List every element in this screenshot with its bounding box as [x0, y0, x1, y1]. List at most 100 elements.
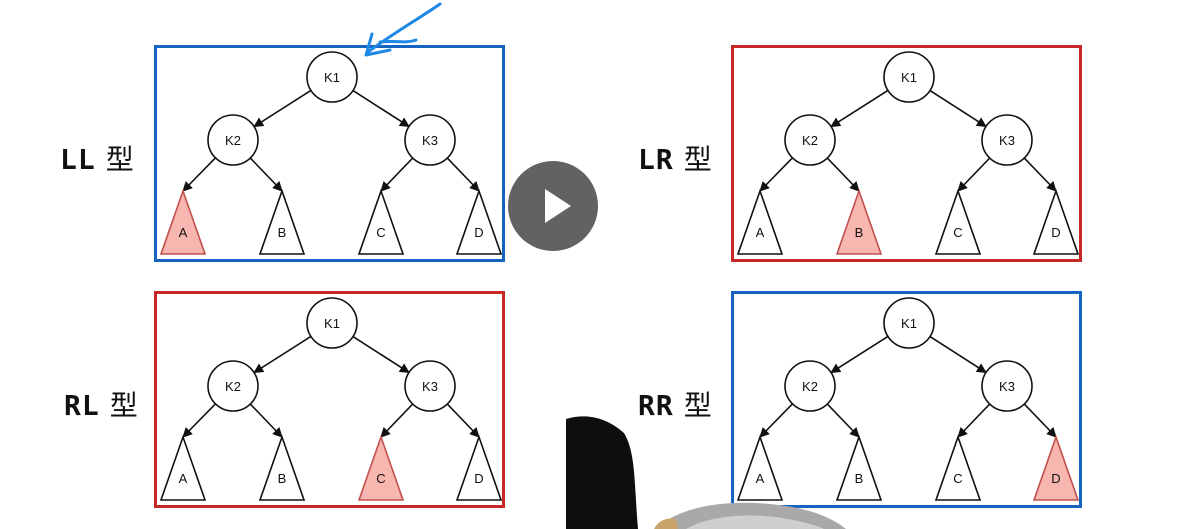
svg-text:K1: K1	[324, 316, 340, 331]
subtree-b: B	[835, 434, 883, 501]
edge-k3-c	[380, 157, 414, 192]
edge-k1-k3	[929, 89, 987, 128]
svg-text:K2: K2	[225, 379, 241, 394]
subtree-a: A	[159, 434, 207, 501]
svg-text:K2: K2	[225, 133, 241, 148]
label-ll: LL 型	[60, 138, 135, 178]
edge-k2-b	[249, 403, 283, 438]
annotation-arrow-icon	[364, 2, 442, 57]
label-rr: RR 型	[638, 384, 713, 424]
label-ll-text: LL	[60, 143, 96, 176]
subtree-b: B	[835, 188, 883, 255]
svg-text:A: A	[179, 225, 188, 240]
edge-k3-d	[1023, 403, 1057, 438]
svg-text:B: B	[278, 225, 287, 240]
svg-text:K1: K1	[324, 70, 340, 85]
tree-node-k1: K1	[883, 51, 935, 103]
edge-k1-k2	[253, 335, 312, 374]
svg-text:D: D	[474, 471, 483, 486]
subtree-c: C	[357, 188, 405, 255]
subtree-d: D	[455, 434, 502, 501]
svg-text:A: A	[756, 471, 765, 486]
tree-node-k3: K3	[981, 360, 1033, 412]
edge-k2-a	[182, 403, 217, 438]
tree-node-k3: K3	[404, 114, 456, 166]
edge-k3-c	[957, 157, 991, 192]
subtree-b: B	[258, 434, 306, 501]
presenter-webcam	[566, 416, 846, 529]
subtree-c: C	[934, 434, 982, 501]
tree-node-k2: K2	[207, 114, 259, 166]
tree-node-k1: K1	[306, 297, 358, 349]
svg-text:D: D	[474, 225, 483, 240]
edge-k2-a	[759, 403, 794, 438]
edge-k3-d	[446, 157, 480, 192]
svg-text:K3: K3	[999, 133, 1015, 148]
edge-k1-k3	[352, 89, 410, 128]
svg-text:K2: K2	[802, 379, 818, 394]
label-rl: RL 型	[64, 384, 139, 424]
subtree-c: C	[934, 188, 982, 255]
tree-node-k3: K3	[404, 360, 456, 412]
label-rl-kanji: 型	[109, 389, 139, 422]
label-ll-kanji: 型	[105, 143, 135, 176]
label-rr-kanji: 型	[683, 389, 713, 422]
edge-k3-c	[957, 403, 991, 438]
tree-node-k2: K2	[784, 114, 836, 166]
edge-k3-c	[380, 403, 414, 438]
play-icon	[545, 189, 571, 223]
edge-k2-b	[826, 157, 860, 192]
subtree-a: A	[736, 188, 784, 255]
tree-node-k2: K2	[784, 360, 836, 412]
edge-k1-k2	[253, 89, 312, 128]
svg-text:A: A	[756, 225, 765, 240]
svg-text:K3: K3	[999, 379, 1015, 394]
subtree-a: A	[159, 188, 207, 255]
svg-text:K1: K1	[901, 316, 917, 331]
edge-k1-k2	[830, 89, 889, 128]
edge-k2-a	[182, 157, 217, 192]
svg-text:K1: K1	[901, 70, 917, 85]
edge-k1-k2	[830, 335, 889, 374]
edge-k3-d	[1023, 157, 1057, 192]
tree-node-k3: K3	[981, 114, 1033, 166]
tree-node-k2: K2	[207, 360, 259, 412]
play-button[interactable]	[508, 161, 598, 251]
svg-text:C: C	[376, 471, 385, 486]
svg-text:C: C	[953, 471, 962, 486]
edge-k2-b	[249, 157, 283, 192]
label-lr: LR 型	[638, 138, 713, 178]
svg-text:K3: K3	[422, 133, 438, 148]
subtree-d: D	[455, 188, 502, 255]
label-rl-text: RL	[64, 389, 100, 422]
svg-text:C: C	[376, 225, 385, 240]
subtree-b: B	[258, 188, 306, 255]
edge-k1-k3	[352, 335, 410, 374]
subtree-c: C	[357, 434, 405, 501]
tree-node-k1: K1	[883, 297, 935, 349]
edge-k2-a	[759, 157, 794, 192]
subtree-d: D	[1032, 434, 1079, 501]
tree-node-k1: K1	[306, 51, 358, 103]
subtree-a: A	[736, 434, 784, 501]
subtree-d: D	[1032, 188, 1079, 255]
label-rr-text: RR	[638, 389, 674, 422]
svg-text:K3: K3	[422, 379, 438, 394]
svg-text:D: D	[1051, 225, 1060, 240]
edge-k1-k3	[929, 335, 987, 374]
svg-text:K2: K2	[802, 133, 818, 148]
label-lr-text: LR	[638, 143, 674, 176]
edge-k2-b	[826, 403, 860, 438]
svg-text:B: B	[278, 471, 287, 486]
label-lr-kanji: 型	[683, 143, 713, 176]
svg-text:B: B	[855, 471, 864, 486]
svg-text:B: B	[855, 225, 864, 240]
